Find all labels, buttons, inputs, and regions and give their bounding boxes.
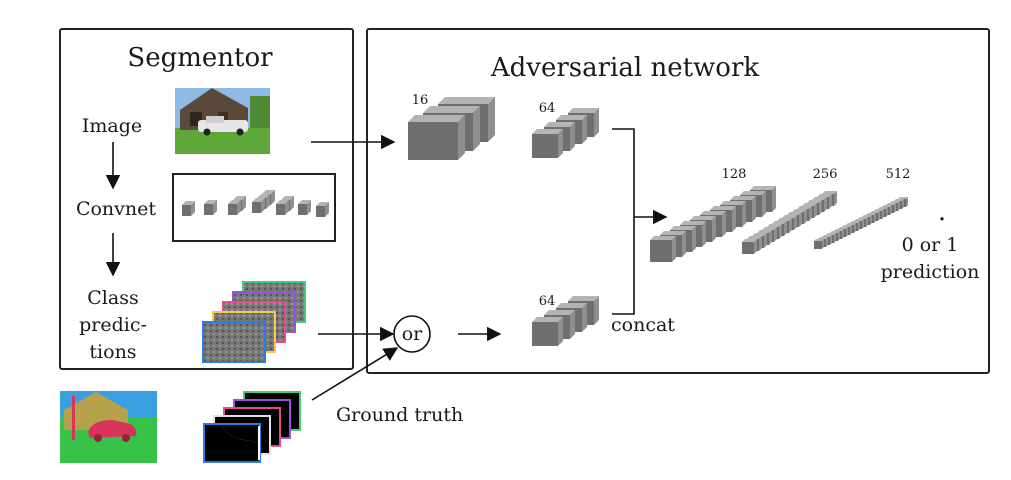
class-prediction-maps	[202, 281, 306, 363]
block-label-128: 128	[722, 167, 747, 182]
block-256-slice	[742, 239, 757, 254]
class-predictions-label-line2: predic-	[79, 314, 147, 336]
image-label: Image	[82, 115, 142, 137]
block-512-slice	[814, 239, 824, 249]
convnet-box	[172, 173, 336, 242]
block-16-slice	[408, 115, 465, 160]
class-predictions-label-line1: Class	[87, 287, 138, 309]
ground-truth-maps	[203, 391, 301, 463]
block-128-slice	[650, 236, 676, 262]
block-label-512: 512	[886, 167, 911, 182]
output-dot: .	[938, 197, 946, 227]
class-prediction-map	[202, 321, 266, 363]
ground-truth-label: Ground truth	[336, 404, 463, 426]
adversarial-layer-blocks	[408, 97, 908, 346]
segmentor-panel	[59, 28, 354, 370]
convnet-label: Convnet	[76, 198, 156, 220]
adversarial-title: Adversarial network	[490, 53, 760, 83]
block-label-64-top: 64	[539, 101, 556, 116]
concat-label: concat	[611, 314, 675, 336]
convnet-block-slice	[316, 202, 329, 217]
or-label: or	[402, 323, 423, 345]
block-64-bottom-slice	[532, 317, 563, 346]
input-image-thumbnail	[175, 88, 270, 154]
block-64-top-slice	[532, 129, 563, 158]
convnet-block-slice	[182, 201, 195, 216]
convnet-block-slice	[252, 198, 265, 213]
output-label-line1: 0 or 1	[902, 234, 959, 256]
class-predictions-label-line3: tions	[89, 341, 136, 363]
ground-truth-image	[60, 391, 157, 463]
convnet-layer-blocks	[182, 190, 329, 217]
adversarial-panel	[366, 28, 990, 374]
block-label-64-bottom: 64	[539, 294, 556, 309]
convnet-block-slice	[298, 200, 311, 215]
ground-truth-to-or-arrow	[311, 347, 399, 401]
convnet-block-slice	[276, 200, 289, 215]
segmentor-title: Segmentor	[127, 43, 273, 73]
convnet-block-slice	[204, 200, 217, 215]
concat-bracket	[612, 128, 635, 315]
block-label-16: 16	[412, 93, 429, 108]
block-label-256: 256	[813, 167, 838, 182]
convnet-block-slice	[228, 200, 241, 215]
or-node	[393, 315, 431, 353]
output-label-line2: prediction	[881, 261, 980, 283]
ground-truth-mask-object	[206, 426, 258, 460]
